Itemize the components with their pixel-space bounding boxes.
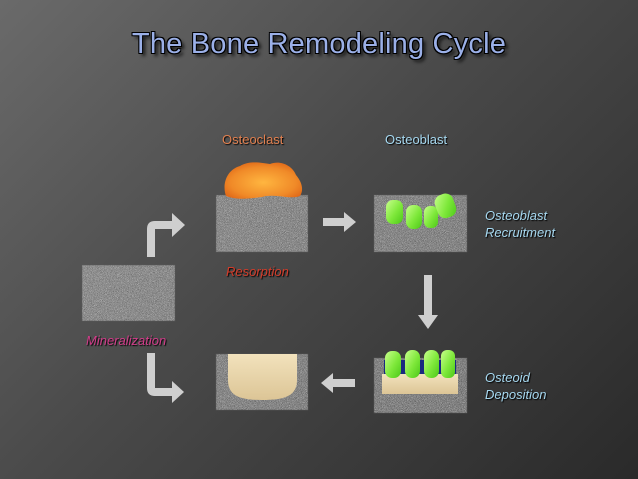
arrow-left: [321, 373, 355, 393]
osteoblast-cell: [424, 350, 439, 378]
osteoid-stage: [215, 353, 309, 411]
resorption-label: Resorption: [226, 264, 289, 279]
bone-block: [82, 265, 175, 321]
osteoblast-cell: [405, 350, 420, 378]
recruitment-label-line1: Osteoblast: [485, 208, 548, 223]
arrow-curved-down: [147, 353, 184, 403]
recruitment-label-line2: Recruitment: [485, 225, 556, 240]
osteoblast-cell: [441, 350, 455, 378]
deposition-label-line2: Deposition: [485, 387, 547, 402]
deposition-label-line1: Osteoid: [485, 370, 530, 385]
osteoblast-label: Osteoblast: [385, 132, 448, 147]
arrow-curved-up: [147, 213, 185, 257]
osteoblast-cell: [385, 351, 401, 378]
osteoblast-cell: [406, 205, 422, 229]
deposition-stage: [373, 350, 468, 414]
arrow-down: [418, 275, 438, 329]
recruitment-stage: [373, 193, 468, 253]
deposition-label: Osteoid Deposition: [485, 369, 546, 403]
resorption-stage: [215, 162, 309, 253]
osteoclast-label: Osteoclast: [222, 132, 284, 147]
osteoclast-cell: [224, 162, 303, 199]
mineralization-stage: [81, 264, 176, 322]
osteoblast-cell: [424, 206, 438, 228]
osteoid-layer: [382, 374, 458, 394]
osteoid-fill: [228, 354, 297, 400]
osteoblast-cell: [386, 200, 403, 224]
mineralization-label: Mineralization: [86, 333, 167, 348]
arrow-right: [323, 212, 356, 232]
page-title: The Bone Remodeling Cycle: [131, 28, 507, 60]
bone-block: [216, 195, 308, 252]
recruitment-label: Osteoblast Recruitment: [485, 207, 555, 241]
osteoblast-cell: [434, 193, 457, 219]
